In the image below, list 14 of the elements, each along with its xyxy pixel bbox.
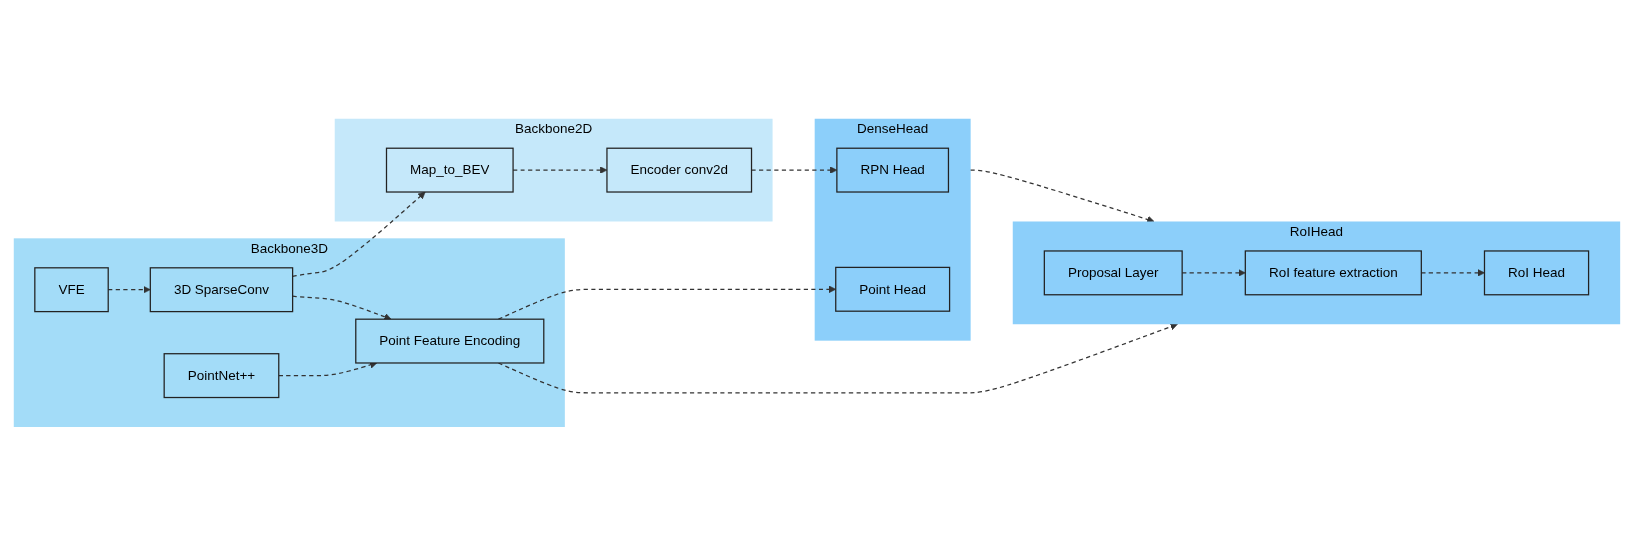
node-box: RoI feature extraction xyxy=(1244,250,1422,296)
node-box: VFE xyxy=(34,267,109,313)
node-box: Proposal Layer xyxy=(1043,250,1183,296)
node-box: 3D SparseConv xyxy=(149,267,294,313)
node-box: RoI Head xyxy=(1483,250,1590,296)
node-box: Encoder conv2d xyxy=(606,147,753,193)
node-box: RPN Head xyxy=(836,147,950,193)
node-box: Map_to_BEV xyxy=(385,147,514,193)
node-box: Point Feature Encoding xyxy=(355,318,545,364)
node-box: PointNet++ xyxy=(163,353,280,399)
arrow xyxy=(292,295,392,321)
arrow xyxy=(970,169,1155,224)
arrow xyxy=(292,191,426,278)
node-box: Point Head xyxy=(835,266,951,312)
